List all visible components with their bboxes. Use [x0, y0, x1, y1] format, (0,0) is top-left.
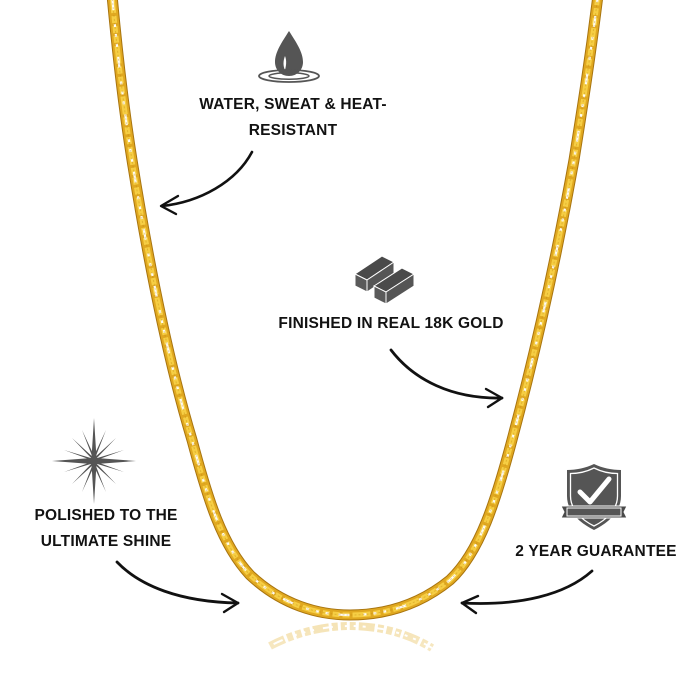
sparkle-icon [52, 418, 136, 504]
feature-label-line: POLISHED TO THE [34, 507, 178, 524]
water-drop-icon [258, 31, 320, 83]
feature-label-line: RESISTANT [248, 122, 338, 139]
feature-label-real-gold: FINISHED IN REAL 18K GOLD [246, 311, 536, 337]
arrow-shine [115, 560, 240, 614]
feature-label-polished: POLISHED TO THE ULTIMATE SHINE [6, 503, 206, 555]
feature-label-water-resistant: WATER, SWEAT & HEAT- RESISTANT [168, 92, 418, 144]
arrow-gold [389, 348, 504, 409]
arrow-water [159, 150, 254, 216]
gold-bars-icon [354, 255, 416, 305]
feature-label-line: 2 YEAR GUARANTEE [515, 543, 677, 560]
feature-label-line: WATER, SWEAT & HEAT- [199, 96, 387, 113]
feature-label-line: ULTIMATE SHINE [40, 533, 172, 550]
feature-label-guarantee: 2 YEAR GUARANTEE [496, 539, 696, 565]
shield-check-icon [560, 464, 628, 530]
feature-label-line: FINISHED IN REAL 18K GOLD [278, 315, 504, 332]
arrow-guarantee [460, 569, 594, 615]
